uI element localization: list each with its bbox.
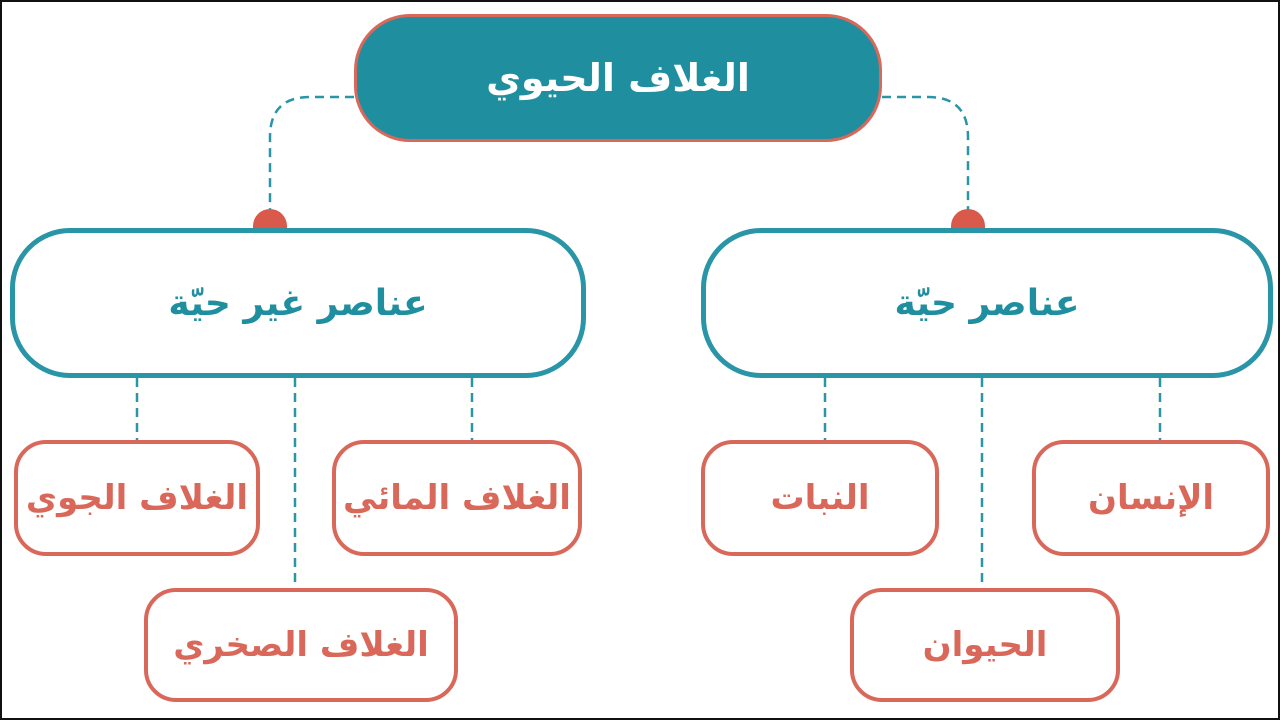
leaf-lithosphere: الغلاف الصخري <box>144 588 458 702</box>
category-living: عناصر حيّة <box>701 228 1273 378</box>
leaf-human: الإنسان <box>1032 440 1270 556</box>
category-nonliving: عناصر غير حيّة <box>10 228 586 378</box>
connector-root-to-living <box>882 95 970 214</box>
leaf-atmosphere: الغلاف الجوي <box>14 440 260 556</box>
leaf-hydrosphere: الغلاف المائي <box>332 440 582 556</box>
leaf-plant: النبات <box>701 440 939 556</box>
leaf-animal: الحيوان <box>850 588 1120 702</box>
root-node-biosphere: الغلاف الحيوي <box>354 14 882 142</box>
connector-root-to-nonliving <box>268 95 354 214</box>
